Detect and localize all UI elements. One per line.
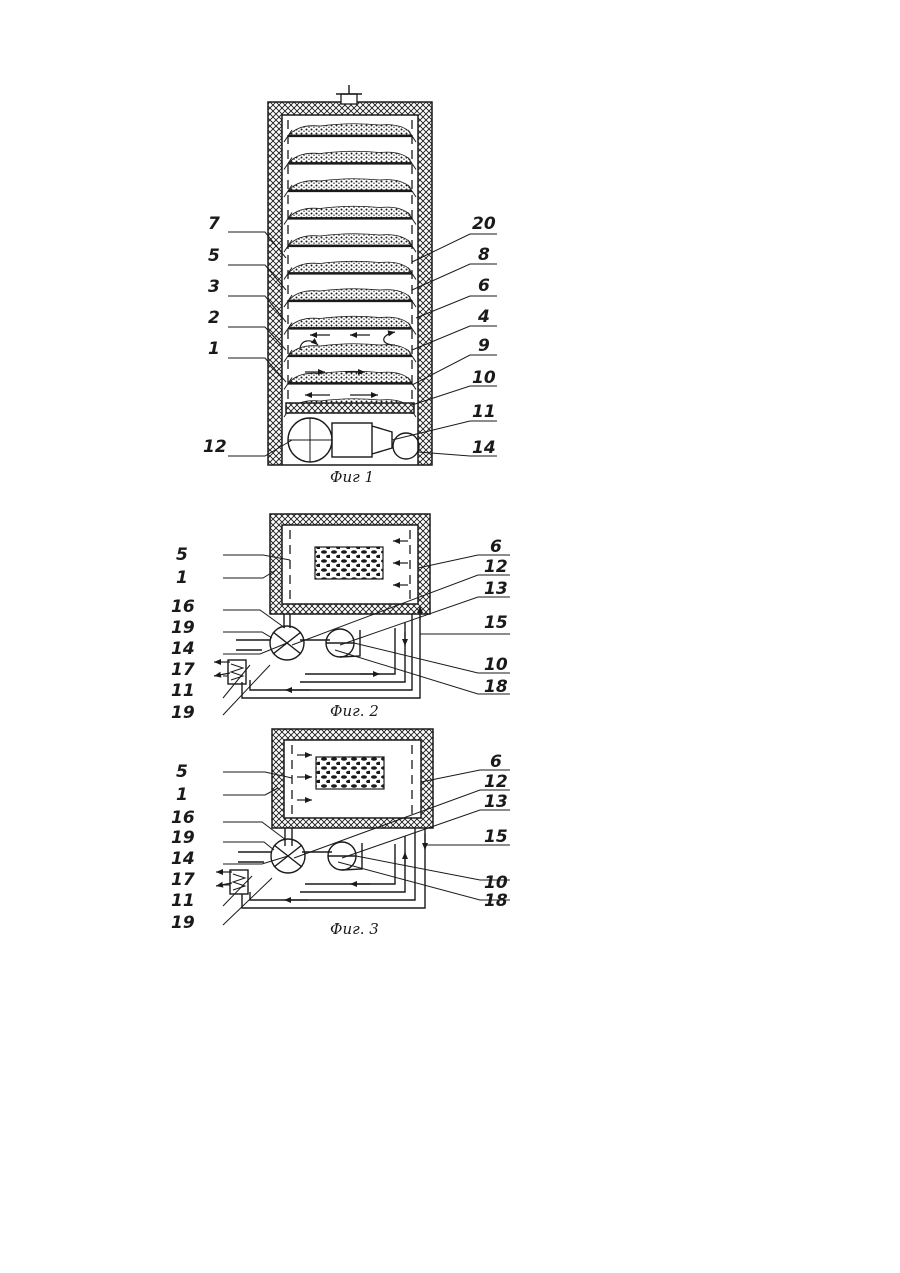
label-16: 16: [171, 808, 195, 828]
tray-product: [290, 124, 410, 135]
label-2: 2: [208, 308, 220, 328]
label-14: 14: [171, 849, 195, 869]
label-15: 15: [484, 613, 508, 633]
label-14: 14: [472, 438, 496, 458]
label-6: 6: [490, 537, 502, 557]
figure-1: 7 5 3 2 1 12 20 8 6 4 9 10 11 14 Фиг 1: [203, 85, 497, 486]
label-5: 5: [208, 246, 220, 266]
tray-product: [290, 316, 410, 327]
label-3: 3: [208, 277, 220, 297]
label-11: 11: [171, 891, 195, 911]
label-8: 8: [478, 245, 490, 265]
label-15: 15: [484, 827, 508, 847]
label-12: 12: [484, 772, 508, 792]
label-6: 6: [490, 752, 502, 772]
label-18: 18: [484, 891, 508, 911]
label-6: 6: [478, 276, 490, 296]
label-1: 1: [176, 568, 188, 588]
label-1: 1: [176, 785, 188, 805]
figure-2: 5 1 16 19 14 17 11 19 6 12 13 15 10 18 Ф…: [171, 514, 510, 723]
label-19: 19: [171, 703, 195, 723]
label-1: 1: [208, 339, 220, 359]
tray-product: [290, 234, 410, 245]
caption-fig-3: Фиг. 3: [330, 920, 379, 938]
label-13: 13: [484, 792, 508, 812]
tray-product: [290, 261, 410, 272]
product-load: [315, 547, 383, 579]
label-10: 10: [484, 873, 508, 893]
label-13: 13: [484, 579, 508, 599]
bottom-partition: [286, 403, 414, 413]
tray-product: [290, 151, 410, 162]
exhaust-pipe: [341, 94, 357, 104]
label-10: 10: [472, 368, 496, 388]
label-12: 12: [203, 437, 227, 457]
label-17: 17: [171, 660, 195, 680]
label-10: 10: [484, 655, 508, 675]
label-11: 11: [171, 681, 195, 701]
motor: [332, 423, 372, 457]
label-14: 14: [171, 639, 195, 659]
product-load: [316, 757, 384, 789]
tray-product: [290, 371, 410, 382]
label-18: 18: [484, 677, 508, 697]
label-9: 9: [478, 336, 490, 356]
label-20: 20: [472, 214, 496, 234]
label-17: 17: [171, 870, 195, 890]
tray-stack: [284, 124, 416, 417]
label-16: 16: [171, 597, 195, 617]
caption-fig-2: Фиг. 2: [330, 702, 379, 720]
figure-3: 5 1 16 19 14 17 11 19 6 12 13 15 10 18 Ф…: [171, 729, 510, 938]
label-4: 4: [477, 307, 490, 327]
tray-product: [290, 179, 410, 190]
caption-fig-1: Фиг 1: [330, 468, 374, 486]
label-19: 19: [171, 828, 195, 848]
tray-product: [290, 206, 410, 217]
label-11: 11: [472, 402, 496, 422]
label-7: 7: [208, 214, 220, 234]
tray-product: [290, 289, 410, 300]
label-5: 5: [176, 545, 188, 565]
label-12: 12: [484, 557, 508, 577]
label-19: 19: [171, 913, 195, 933]
label-5: 5: [176, 762, 188, 782]
label-19: 19: [171, 618, 195, 638]
